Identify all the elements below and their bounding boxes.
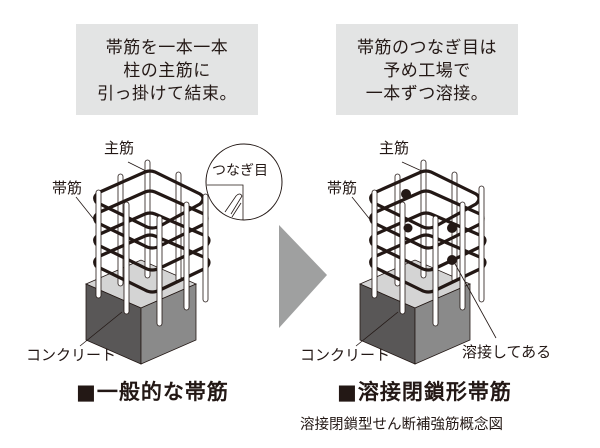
weld-point-icon [401,189,457,265]
label-main-bar: 主筋 [379,139,410,157]
main-bar [117,173,124,287]
label-joint: つなぎ目 [212,163,268,179]
label-main-bar: 主筋 [104,139,135,157]
main-bar [95,189,102,299]
main-bar [144,159,151,279]
main-bar [123,201,130,315]
callout-line: 一本ずつ溶接。 [365,84,489,104]
welded-column-illustration [351,159,497,365]
main-bar [183,201,190,311]
callout-line: 引っ掛けて結束。 [97,84,237,104]
main-bar [156,215,163,327]
main-bar [175,171,182,283]
general-column-illustration [75,143,283,365]
label-concrete: コンクリート [300,346,391,364]
caption-general-hoop: ■一般的な帯筋 [76,380,229,404]
callout-general-hoop: 帯筋を一本一本 柱の主筋に 引っ掛けて結束。 [76,24,258,115]
label-concrete: コンクリート [26,346,117,364]
callout-line: 帯筋を一本一本 [105,38,229,58]
callout-line: 柱の主筋に [123,61,211,81]
figure-footnote: 溶接閉鎖型せん断補強筋概念図 [300,417,503,433]
main-bar [202,193,209,303]
label-hoop: 帯筋 [52,179,83,197]
caption-welded-hoop: ■溶接閉鎖形帯筋 [337,380,512,404]
label-hoop: 帯筋 [327,179,358,197]
joint-magnifier [205,143,283,221]
arrow-right-icon [279,225,327,328]
callout-line: 予め工場で [383,61,471,81]
callout-line: 帯筋のつなぎ目は [357,38,497,58]
label-welded: 溶接してある [462,343,552,361]
callout-welded-hoop: 帯筋のつなぎ目は 予め工場で 一本ずつ溶接。 [336,24,518,115]
